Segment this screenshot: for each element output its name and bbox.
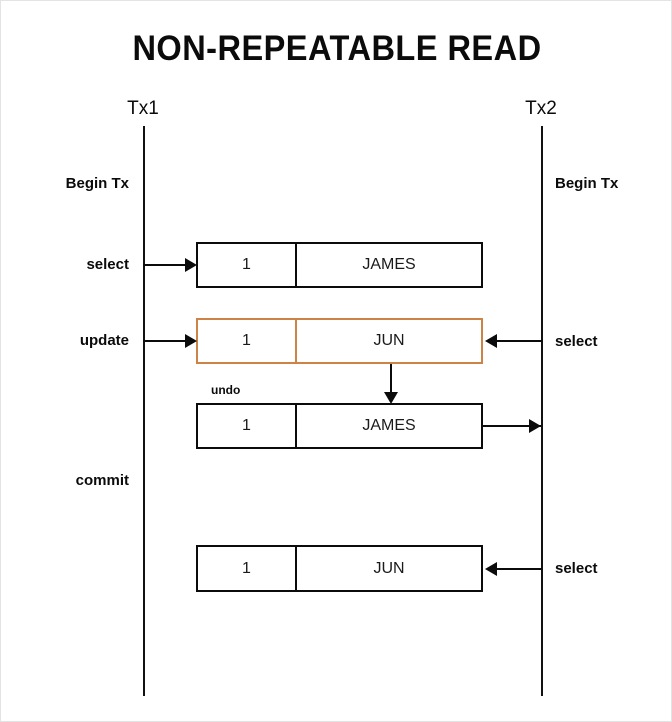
step-label-tx1-update: update <box>79 332 129 349</box>
record-box-james-undo: 1 JAMES <box>196 403 483 449</box>
record-key-cell: 1 <box>198 405 297 447</box>
arrow-undo-to-tx2-line <box>483 425 541 427</box>
record-box-jun-committed: 1 JUN <box>196 545 483 592</box>
arrow-tx2-select1-line <box>496 340 542 342</box>
step-label-tx2-select-1: select <box>555 333 598 350</box>
step-label-tx1-select: select <box>86 256 129 273</box>
step-label-tx2-select-2: select <box>555 560 598 577</box>
arrow-undo-head <box>384 392 398 404</box>
arrow-tx1-update-line <box>143 340 188 342</box>
record-key-cell: 1 <box>198 547 297 590</box>
arrow-tx1-select-line <box>143 264 188 266</box>
record-value-cell: JAMES <box>362 417 416 434</box>
arrow-tx1-update-head <box>185 334 197 348</box>
record-key-cell: 1 <box>198 244 297 286</box>
arrow-tx1-select-head <box>185 258 197 272</box>
step-label-tx1-commit: commit <box>75 472 129 489</box>
step-label-tx2-begin-tx: Begin Tx <box>555 175 619 192</box>
record-box-jun-updated: 1 JUN <box>196 318 483 364</box>
arrow-tx2-select2-line <box>496 568 542 570</box>
step-label-tx1-begin-tx: Begin Tx <box>65 175 129 192</box>
lifeline-tx1 <box>143 126 145 696</box>
lifeline-tx2 <box>541 126 543 696</box>
record-box-james-initial: 1 JAMES <box>196 242 483 288</box>
lifeline-label-tx1: Tx1 <box>127 98 159 119</box>
record-value-cell: JAMES <box>362 256 416 273</box>
record-value-cell: JUN <box>373 332 405 349</box>
record-key-cell: 1 <box>198 320 297 362</box>
arrow-undo-to-tx2-head <box>529 419 541 433</box>
arrow-tx2-select2-head <box>485 562 497 576</box>
undo-label: undo <box>211 383 241 397</box>
page-title: NON-REPEATABLE READ <box>132 29 542 68</box>
arrow-undo-line <box>390 364 392 394</box>
lifeline-label-tx2: Tx2 <box>525 98 557 119</box>
arrow-tx2-select1-head <box>485 334 497 348</box>
record-value-cell: JUN <box>373 559 405 577</box>
